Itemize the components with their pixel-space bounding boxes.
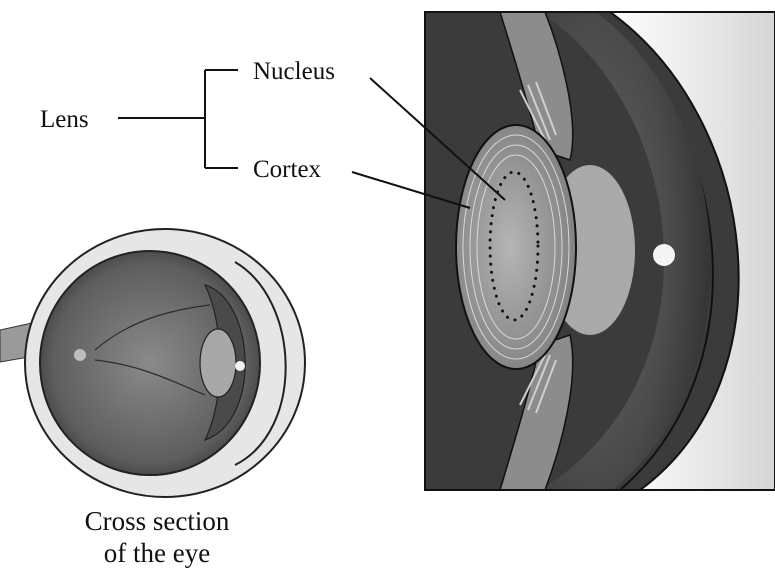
eye-cross-section [0,229,305,497]
lens [456,125,576,369]
caption-line-1: Cross section [85,506,230,536]
nucleus-label: Nucleus [253,58,335,85]
label-bracket [118,70,238,168]
cortex-label: Cortex [253,156,322,183]
lens-label: Lens [40,106,89,133]
lens-closeup-panel [425,12,775,490]
caption-line-2: of the eye [104,538,210,568]
